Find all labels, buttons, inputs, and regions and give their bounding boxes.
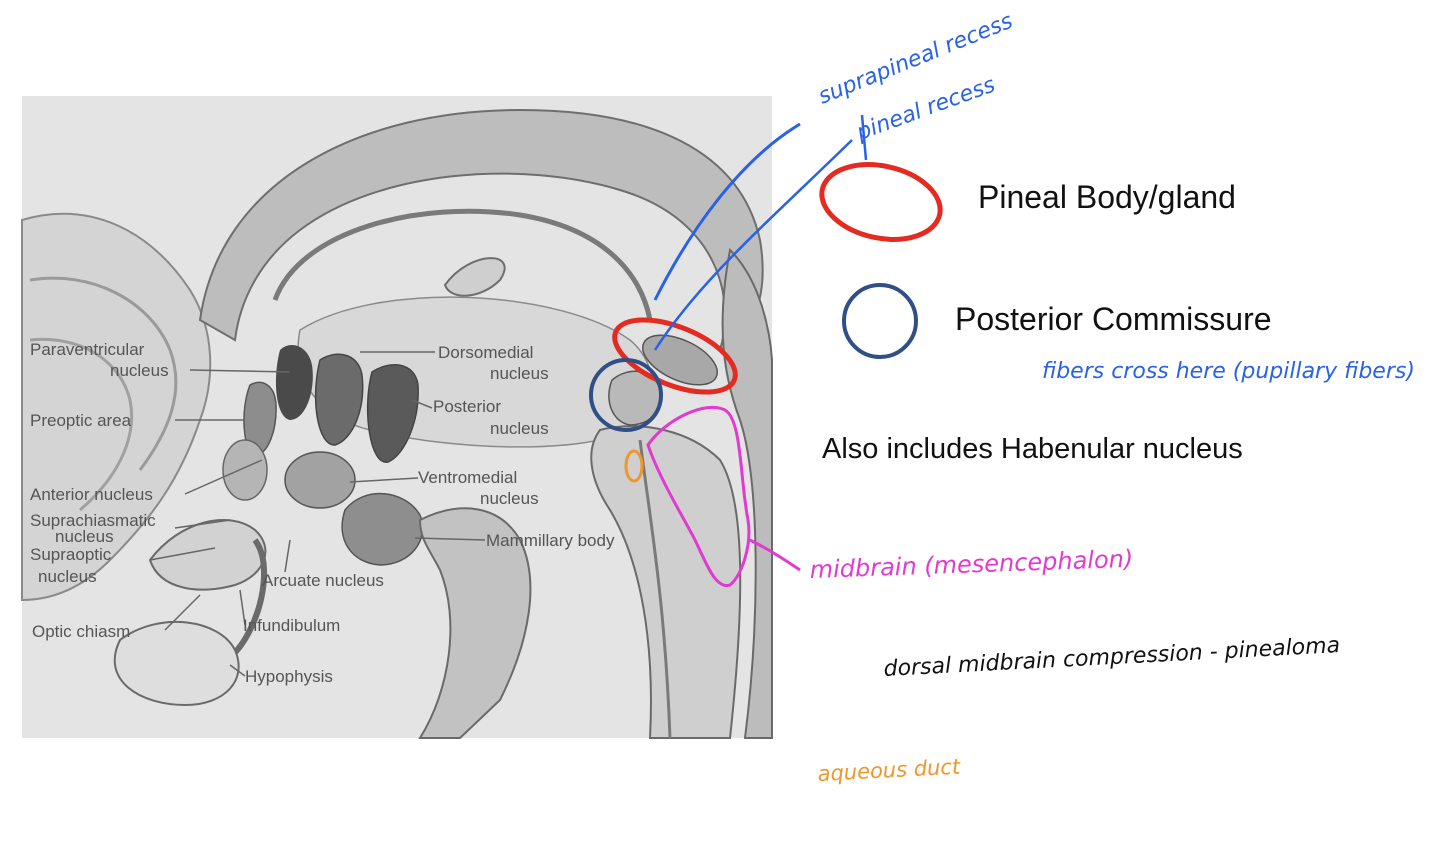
pineal-recess-tick (860, 114, 868, 161)
overlay-marks (589, 114, 868, 587)
suprapineal-pointer (653, 122, 801, 301)
label-arcuate: Arcuate nucleus (262, 571, 384, 590)
midbrain-outline (646, 405, 751, 587)
mammillary-body-shape (341, 492, 424, 566)
preoptic-shape (222, 439, 268, 501)
note-fibers: fibers cross here (pupillary fibers) (1042, 359, 1415, 384)
legend-pineal-text: Pineal Body/gland (978, 179, 1236, 215)
frontal-gyri-fold-2 (29, 337, 134, 512)
legend-commissure-circle-icon (842, 283, 918, 359)
pons-bulge (418, 507, 532, 739)
posterior-nucleus-shape (366, 364, 419, 463)
legend-commissure-text: Posterior Commissure (955, 301, 1272, 337)
pineal-recess-pointer (653, 139, 853, 351)
ventromedial-nucleus-shape (284, 451, 356, 509)
legend-habenular-text: Also includes Habenular nucleus (822, 433, 1243, 465)
aqueduct-line (638, 439, 672, 739)
brainstem (590, 425, 742, 739)
pineal-highlight-circle (612, 317, 738, 395)
frontal-gyri-fold (29, 276, 178, 471)
anterior-nucleus-shape (243, 381, 277, 456)
note-aqueous: aqueous duct (817, 755, 961, 786)
paraventricular-nucleus-shape (275, 345, 313, 420)
label-mammillary: Mammillary body (486, 531, 615, 550)
label-optic-chiasm: Optic chiasm (32, 622, 130, 641)
legend-pineal-circle-icon (819, 162, 943, 242)
pineal-region-shape (642, 334, 718, 386)
leader-lines (149, 351, 486, 677)
hypophysis-shape (113, 620, 240, 707)
handwritten-notes: suprapineal recess pineal recess fibers … (809, 9, 1415, 786)
commissure-highlight-circle (589, 358, 663, 432)
note-dorsal: dorsal midbrain compression - pinealoma (883, 633, 1341, 682)
midbrain-pointer (749, 538, 801, 572)
fornix-hook (443, 257, 506, 297)
label-anterior: Anterior nucleus (30, 485, 153, 504)
dorsomedial-nucleus-shape (314, 353, 364, 446)
legend: Pineal Body/gland Posterior Commissure A… (819, 162, 1272, 465)
note-midbrain: midbrain (mesencephalon) (809, 545, 1133, 584)
label-hypophysis: Hypophysis (245, 667, 333, 686)
label-infundibulum: Infundibulum (243, 616, 340, 635)
fornix-arc (272, 208, 653, 321)
aqueduct-highlight (624, 449, 644, 483)
label-preoptic: Preoptic area (30, 411, 132, 430)
